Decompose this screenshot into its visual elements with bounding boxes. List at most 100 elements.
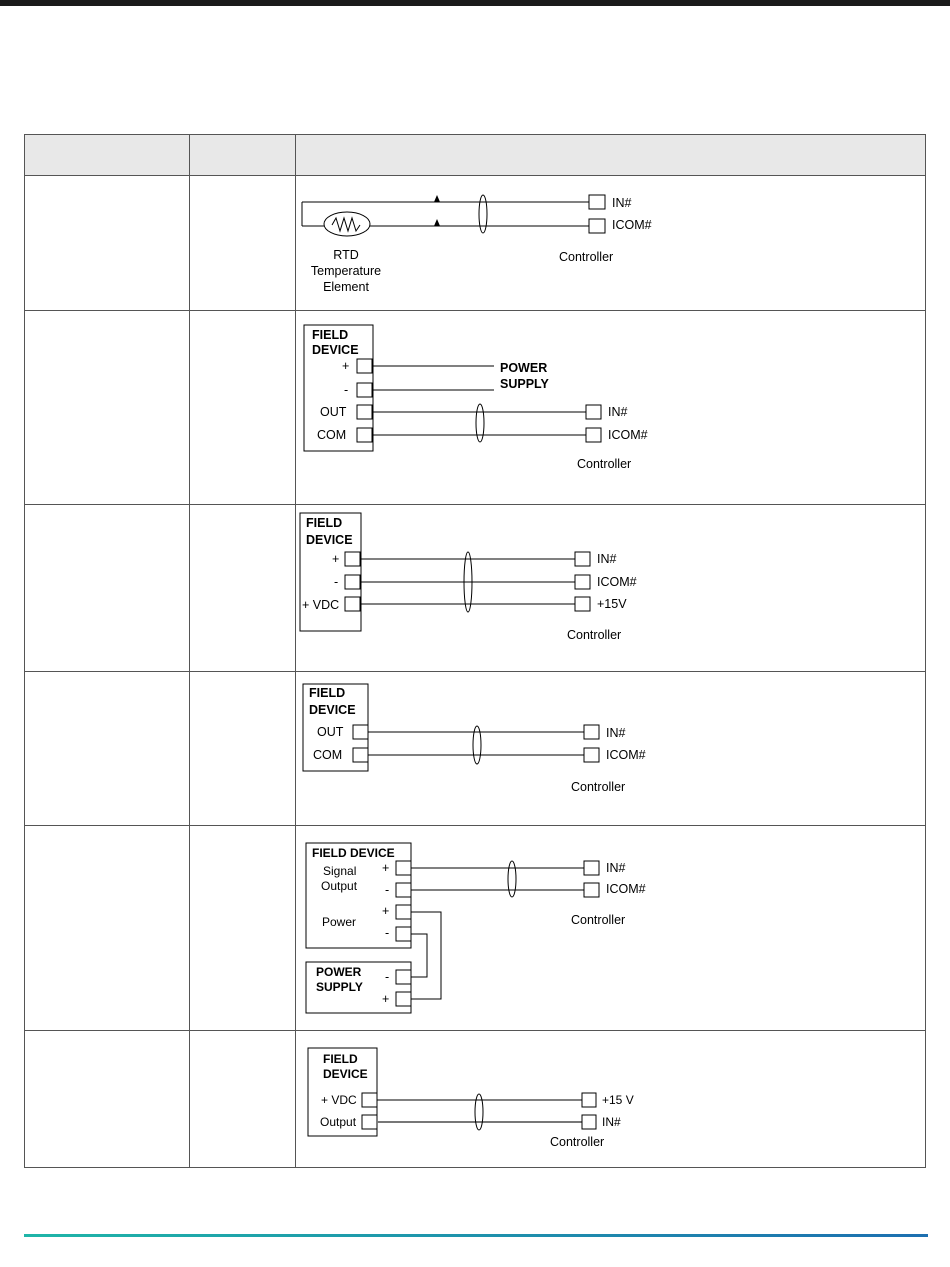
label-plus: + [342, 359, 349, 373]
label-minus-signal: - [385, 883, 389, 897]
footer-accent-line [24, 1234, 928, 1237]
row3-cell-1 [24, 504, 190, 672]
label-output: Output [320, 1115, 357, 1129]
label-field: FIELD [309, 686, 345, 700]
terminal-power-plus [395, 904, 412, 920]
label-com: COM [317, 428, 346, 442]
terminal-power-minus [395, 926, 412, 942]
label-15v: +15V [597, 597, 627, 611]
table-row: FIELD DEVICE + - + VDC IN# ICOM# +15V Co… [24, 504, 926, 672]
field-device-three-wire-diagram: FIELD DEVICE + - + VDC IN# ICOM# +15V Co… [295, 504, 926, 672]
label-ps-plus: + [382, 992, 389, 1006]
label-minus-power: - [385, 926, 389, 940]
row4-cell-1 [24, 671, 190, 826]
label-icom: ICOM# [606, 748, 646, 762]
label-minus: - [334, 575, 338, 589]
label-in: IN# [597, 552, 617, 566]
page-top-bar [0, 0, 950, 6]
cable-shield-icon [472, 725, 482, 765]
label-in: IN# [606, 861, 626, 875]
row6-cell-1 [24, 1030, 190, 1168]
terminal-output [361, 1114, 378, 1130]
label-vdc: + VDC [321, 1093, 357, 1107]
label-output: Output [321, 879, 358, 893]
label-plus-power: + [382, 904, 389, 918]
label-in: IN# [602, 1115, 621, 1129]
terminal-icom [588, 218, 606, 234]
header-cell-1 [24, 134, 190, 176]
label-ps-power: POWER [316, 965, 362, 979]
label-supply: SUPPLY [500, 377, 550, 391]
cable-shield-icon [474, 1093, 484, 1131]
label-device: DEVICE [323, 1067, 368, 1081]
label-minus: - [344, 383, 348, 397]
label-out: OUT [320, 405, 347, 419]
label-ps-minus: - [385, 970, 389, 984]
field-device-box [305, 842, 412, 949]
terminal-vdc [361, 1092, 378, 1108]
power-supply-box [305, 961, 412, 1014]
label-in: IN# [606, 726, 626, 740]
row5-cell-2 [189, 825, 296, 1031]
terminal-icom [583, 747, 600, 763]
terminal-icom [583, 882, 600, 898]
cable-shield-icon [478, 194, 488, 234]
terminal-in [583, 724, 600, 740]
label-controller: Controller [559, 250, 613, 264]
label-controller: Controller [577, 457, 631, 471]
header-cell-3 [295, 134, 926, 176]
terminal-in [574, 551, 591, 567]
label-temperature: Temperature [311, 264, 381, 278]
table-row: IN# ICOM# RTD Temperature Element Contro… [24, 175, 926, 311]
terminal-15v [574, 596, 591, 612]
label-power: POWER [500, 361, 547, 375]
label-power: Power [322, 915, 356, 929]
row3-cell-2 [189, 504, 296, 672]
field-device-loop-powered-diagram: FIELD DEVICE + VDC Output +15 V IN# Cont… [295, 1030, 926, 1168]
label-com: COM [313, 748, 342, 762]
terminal-out [352, 724, 369, 740]
terminal-ps-minus [395, 969, 412, 985]
label-field: FIELD [323, 1052, 358, 1066]
label-icom: ICOM# [606, 882, 646, 896]
terminal-signal-minus [395, 882, 412, 898]
terminal-in [583, 860, 600, 876]
terminal-vdc [344, 596, 361, 612]
terminal-out [356, 404, 373, 420]
label-field-device: FIELD DEVICE [312, 846, 395, 860]
row1-cell-2 [189, 175, 296, 311]
label-in: IN# [608, 405, 628, 419]
label-icom: ICOM# [597, 575, 637, 589]
label-device: DEVICE [309, 703, 356, 717]
wiring-table: IN# ICOM# RTD Temperature Element Contro… [24, 134, 926, 1168]
terminal-in [585, 404, 602, 420]
row4-cell-2 [189, 671, 296, 826]
terminal-signal-plus [395, 860, 412, 876]
label-ps-supply: SUPPLY [316, 980, 363, 994]
label-controller: Controller [571, 780, 625, 794]
label-plus: + [332, 552, 339, 566]
label-field: FIELD [312, 328, 348, 342]
terminal-in [581, 1114, 597, 1130]
row5-cell-1 [24, 825, 190, 1031]
field-device-separate-supply-diagram: FIELD DEVICE Signal Output Power + - + -… [295, 825, 926, 1031]
terminal-plus [344, 551, 361, 567]
label-controller: Controller [567, 628, 621, 642]
rtd-element-icon [323, 211, 371, 237]
terminal-icom [585, 427, 602, 443]
row2-cell-2 [189, 310, 296, 505]
label-plus-signal: + [382, 861, 389, 875]
field-device-box [299, 512, 362, 632]
terminal-icom [574, 574, 591, 590]
label-rtd: RTD [333, 248, 358, 262]
label-field: FIELD [306, 516, 342, 530]
terminal-minus [356, 382, 373, 398]
row6-cell-2 [189, 1030, 296, 1168]
label-element: Element [323, 280, 369, 294]
table-row: FIELD DEVICE OUT COM IN# ICOM# Controlle… [24, 671, 926, 826]
label-out: OUT [317, 725, 344, 739]
terminal-minus [344, 574, 361, 590]
cable-shield-icon [463, 551, 473, 613]
terminal-ps-plus [395, 991, 412, 1007]
terminal-com [352, 747, 369, 763]
